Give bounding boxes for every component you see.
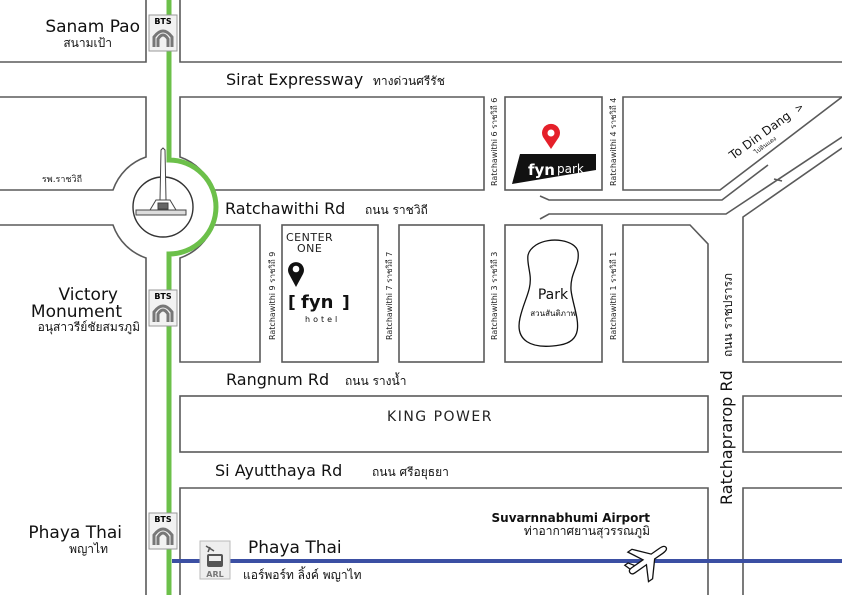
fyn-park-logo: fyn <box>528 161 555 179</box>
center-one-line1: CENTER <box>286 231 333 244</box>
station-sanam-pao-th: สนามเป้า <box>63 36 112 50</box>
station-sanam-pao: Sanam Pao <box>45 17 140 37</box>
station-victory-line1: Victory <box>59 285 118 305</box>
fyn-hotel-marker[interactable]: [ fyn ] hotel <box>288 262 350 324</box>
arl-station-label: Phaya Thai <box>248 538 342 558</box>
soi-ratchawithi-9: Ratchawithi 9 ราชวิถี 9 <box>268 252 277 340</box>
arl-blue-line <box>172 559 842 563</box>
soi-ratchawithi-1: Ratchawithi 1 ราชวิถี 1 <box>609 252 618 340</box>
road-rangnum-th: ถนน รางน้ำ <box>345 372 406 388</box>
road-si-ayutthaya-th: ถนน ศรีอยุธยา <box>372 465 449 480</box>
airplane-icon <box>623 545 668 583</box>
bts-station-icon-phaya-thai[interactable]: BTS <box>148 512 178 550</box>
park-label: Park <box>538 287 569 303</box>
location-pin-icon <box>288 262 304 287</box>
station-victory-line2: Monument <box>31 302 122 322</box>
bts-station-icon-victory[interactable]: BTS <box>148 289 178 327</box>
bts-label: BTS <box>154 17 172 26</box>
soi-ratchawithi-6: Ratchawithi 6 ราชวิถี 6 <box>490 98 499 186</box>
hospital-label: รพ.ราชวิถี <box>42 174 82 185</box>
bts-station-icon-sanam-pao[interactable]: BTS <box>148 14 178 52</box>
arl-station-label-th: แอร์พอร์ท ลิ้งค์ พญาไท <box>243 566 362 582</box>
soi-ratchawithi-7: Ratchawithi 7 ราชวิถี 7 <box>385 252 394 340</box>
bts-green-line <box>166 0 219 595</box>
victory-monument-roundabout <box>132 147 194 238</box>
fyn-park-marker[interactable]: fyn park <box>512 123 596 184</box>
bts-label: BTS <box>154 515 172 524</box>
road-ratchawithi: Ratchawithi Rd <box>225 199 345 218</box>
road-si-ayutthaya: Si Ayutthaya Rd <box>215 461 342 480</box>
king-power-label: KING POWER <box>387 409 493 425</box>
station-phaya-thai-th: พญาไท <box>69 542 108 556</box>
bts-label: BTS <box>154 292 172 301</box>
monument-icon <box>135 147 187 216</box>
station-victory-th: อนุสาวรีย์ชัยสมรภูมิ <box>38 320 140 335</box>
fyn-hotel-bracket-right: ] <box>342 293 350 313</box>
arl-badge: ARL <box>206 570 223 579</box>
fyn-hotel-sub: hotel <box>305 315 340 324</box>
station-phaya-thai: Phaya Thai <box>28 523 122 543</box>
road-rangnum: Rangnum Rd <box>226 370 329 389</box>
airport-label-th: ท่าอากาศยานสุวรรณภูมิ <box>524 524 650 539</box>
soi-ratchawithi-3: Ratchawithi 3 ราชวิถี 3 <box>490 252 499 340</box>
road-sirat-expressway-th: ทางด่วนศรีรัช <box>373 74 445 88</box>
soi-ratchawithi-4: Ratchawithi 4 ราชวิถี 4 <box>609 98 618 186</box>
road-ratchaprarop: Ratchaprarop Rd <box>717 370 736 505</box>
fyn-hotel-bracket-left: [ <box>288 293 296 313</box>
airport-label: Suvarnnabhumi Airport <box>492 511 651 525</box>
arl-station-icon[interactable]: ARL <box>199 540 231 580</box>
santiphap-park: Park สวนสันติภาพ <box>518 239 579 347</box>
fyn-park-sub: park <box>557 162 584 176</box>
road-ratchawithi-th: ถนน ราชวิถี <box>365 203 428 217</box>
center-one-line2: ONE <box>297 242 322 255</box>
road-sirat-expressway: Sirat Expressway <box>226 70 363 89</box>
road-ratchaprarop-th: ถนน ราชปรารภ <box>721 273 735 357</box>
park-label-th: สวนสันติภาพ <box>530 309 575 318</box>
fyn-hotel-logo: fyn <box>301 292 333 313</box>
